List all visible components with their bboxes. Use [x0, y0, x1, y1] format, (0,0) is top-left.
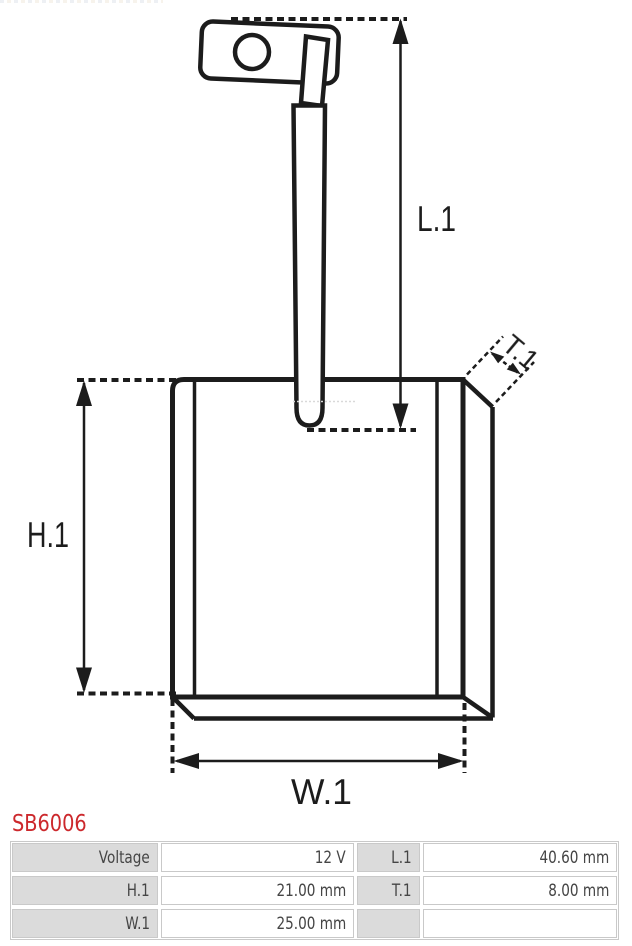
dimension-thickness	[466, 335, 535, 403]
label-thickness: T.1	[497, 329, 545, 377]
lead-wire	[291, 103, 328, 428]
part-number: SB6006	[12, 811, 87, 837]
spec-label: W.1	[12, 909, 158, 938]
brush-body	[170, 377, 495, 721]
dimension-length	[231, 17, 416, 432]
spec-value: 40.60 mm	[423, 843, 617, 872]
label-height: H.1	[27, 514, 69, 555]
spec-value: 21.00 mm	[161, 876, 354, 905]
logo-remnant	[0, 0, 163, 3]
spec-table: Voltage 12 V L.1 40.60 mm H.1 21.00 mm T…	[10, 841, 619, 940]
spec-value: 25.00 mm	[161, 909, 354, 938]
dimension-lines	[76, 17, 535, 773]
spec-label: Voltage	[12, 843, 158, 872]
terminal	[198, 19, 341, 109]
spec-label	[357, 909, 420, 938]
spec-label: L.1	[357, 843, 420, 872]
terminal-tab	[298, 33, 331, 109]
spec-label: T.1	[357, 876, 420, 905]
dimension-height	[76, 378, 183, 696]
dimension-width	[170, 699, 467, 773]
spec-value	[423, 909, 617, 938]
spec-label: H.1	[12, 876, 158, 905]
terminal-hole	[232, 32, 272, 72]
spec-value: 8.00 mm	[423, 876, 617, 905]
label-length: L.1	[417, 198, 456, 239]
label-width: W.1	[291, 771, 352, 812]
spec-value: 12 V	[161, 843, 354, 872]
